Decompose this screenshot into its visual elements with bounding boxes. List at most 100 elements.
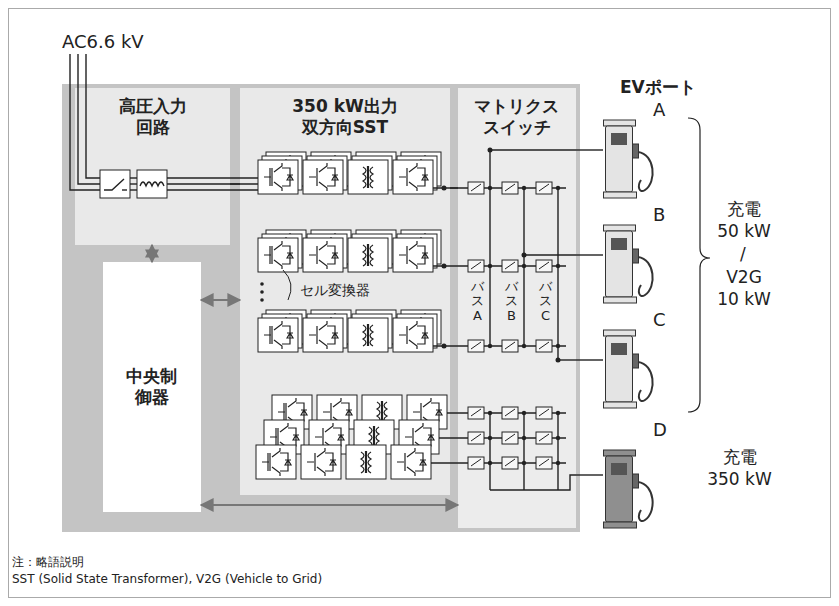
node-title: B	[653, 205, 665, 225]
matrix-switch	[468, 182, 484, 194]
junction-dot	[442, 344, 447, 349]
charger-holster	[633, 474, 639, 488]
switching-device-symbol	[399, 321, 428, 349]
matrix-switch	[536, 432, 552, 444]
charger-cap	[604, 450, 636, 456]
junction-dot	[522, 253, 527, 258]
connector	[450, 187, 458, 188]
cell-label: セル変換器	[300, 281, 370, 299]
bus-line	[489, 413, 490, 490]
cell-converter	[258, 160, 433, 194]
connector-layer	[152, 150, 603, 505]
cell-converter	[258, 238, 433, 272]
reactor-coil	[140, 182, 164, 186]
charger-screen	[611, 343, 627, 355]
matrix-switch	[502, 260, 518, 272]
port-heading: EVポート	[620, 76, 696, 98]
bus-label: バスC	[539, 280, 552, 323]
bus-line	[489, 150, 490, 346]
junction-dot	[442, 186, 447, 191]
junction-dot	[442, 264, 447, 269]
rating-label: V2G 10 kW	[716, 266, 772, 310]
switching-device-symbol	[361, 451, 371, 473]
matrix-switch	[505, 409, 515, 416]
charger-illustration	[603, 420, 683, 530]
cell-block	[348, 238, 388, 272]
matrix-switch	[468, 432, 484, 444]
matrix-switch	[471, 342, 481, 349]
breaker-symbol	[122, 189, 127, 190]
ellipsis-dot	[260, 298, 264, 302]
ac-line	[167, 189, 258, 190]
switching-device-symbol	[363, 166, 373, 188]
charger-cable	[638, 257, 653, 296]
charger-cable	[638, 482, 653, 521]
matrix-switch	[468, 407, 484, 419]
equipment-housing	[62, 84, 580, 532]
charger-cable	[638, 362, 653, 401]
separator: /	[740, 243, 746, 265]
junction-dot	[556, 264, 560, 268]
ac-line	[86, 54, 100, 178]
matrix-switch	[536, 407, 552, 419]
bus-line	[557, 188, 558, 360]
cell-converter	[258, 318, 433, 352]
junction-dot	[488, 186, 492, 190]
switching-device-symbol	[399, 163, 428, 191]
junction-dot	[488, 461, 492, 465]
ac-line	[130, 177, 137, 178]
cell-block	[301, 445, 341, 479]
junction-dot	[522, 411, 526, 415]
controller-box: 中央制御器	[103, 262, 201, 512]
junction-dot	[488, 436, 492, 440]
cell-block	[303, 238, 343, 272]
cell-block	[393, 160, 433, 194]
charger-illustration	[603, 100, 683, 200]
ac-line	[70, 54, 100, 190]
matrix-switch	[502, 340, 518, 352]
illustration	[70, 54, 710, 490]
input-circuit-panel: 高圧入力回路	[75, 88, 230, 245]
charger-cap	[604, 225, 636, 231]
junction-dot	[522, 186, 526, 190]
charger-holster	[633, 249, 639, 263]
charger-cable	[638, 152, 653, 191]
connector	[230, 183, 240, 184]
charger-base	[604, 297, 637, 303]
node-title: A	[653, 100, 665, 120]
junction-dot	[556, 344, 560, 348]
ellipsis-dot	[260, 290, 264, 294]
switching-device-symbol	[307, 448, 336, 476]
cell-block	[303, 160, 343, 194]
cell-block	[393, 238, 433, 272]
junction-dot	[522, 344, 526, 348]
switching-device-symbol	[264, 321, 293, 349]
matrix-switch	[536, 340, 552, 352]
charger-base	[604, 522, 637, 528]
switching-device-symbol	[262, 448, 291, 476]
breaker-symbol	[100, 170, 130, 198]
connector	[576, 474, 603, 475]
charger-body	[606, 126, 633, 192]
charger-illustration	[603, 310, 683, 410]
matrix-switch	[539, 409, 549, 416]
matrix-switch	[536, 182, 552, 194]
ac-line	[78, 54, 100, 184]
switching-device-symbol	[264, 163, 293, 191]
switching-device-symbol	[397, 448, 426, 476]
charger-body	[606, 336, 633, 402]
connector	[576, 254, 603, 255]
matrix-switch	[502, 457, 518, 469]
ev-port: D	[603, 420, 683, 530]
bus-output	[558, 359, 576, 360]
input-voltage: AC6.6 kV	[62, 30, 144, 53]
charger-screen	[611, 133, 627, 145]
matrix-switch	[539, 434, 549, 441]
switching-device-symbol	[309, 163, 338, 191]
junction-dot	[556, 186, 560, 190]
charger-cap	[604, 330, 636, 336]
matrix-switch	[502, 182, 518, 194]
junction-dot	[522, 436, 526, 440]
junction-dot	[488, 264, 492, 268]
